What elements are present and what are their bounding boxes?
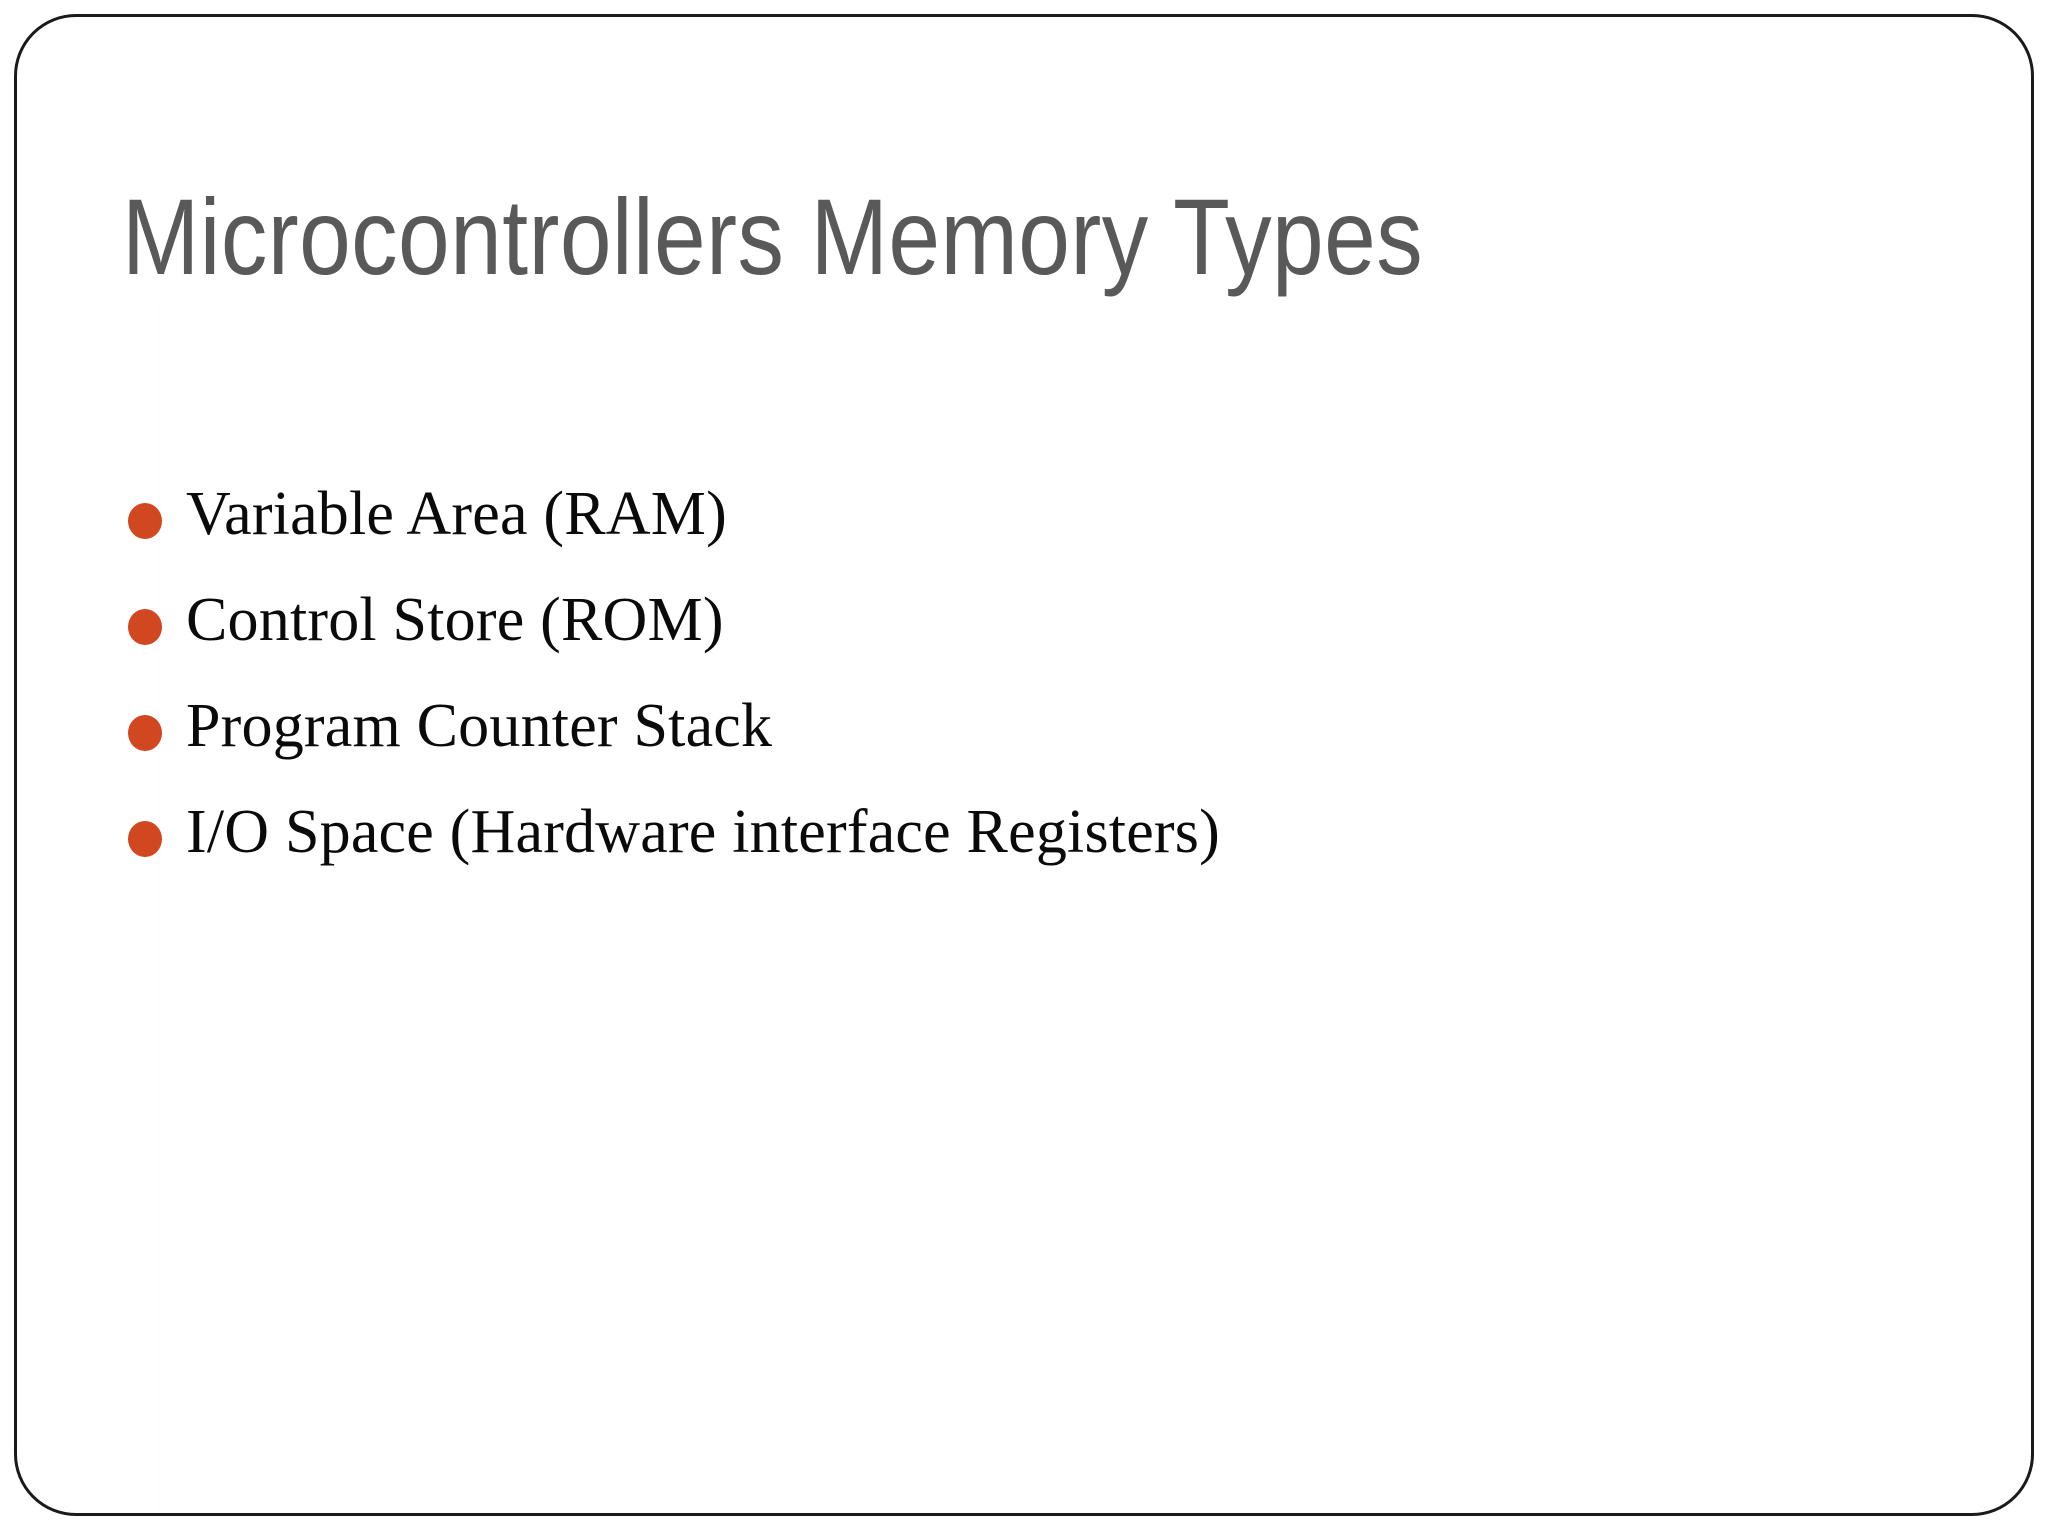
list-item-label: Program Counter Stack [186, 692, 773, 760]
filled-circle-bullet-icon [128, 503, 162, 539]
list-item[interactable]: Control Store (ROM) [126, 584, 1926, 690]
page-title: Microcontrollers Memory Types [122, 176, 1424, 298]
list-item[interactable]: Variable Area (RAM) [126, 478, 1926, 584]
filled-circle-bullet-icon [128, 715, 162, 751]
list-item-label: Control Store (ROM) [186, 586, 724, 654]
list-item[interactable]: I/O Space (Hardware interface Registers) [126, 796, 1926, 902]
list-item-label: Variable Area (RAM) [186, 480, 727, 548]
list-item[interactable]: Program Counter Stack [126, 690, 1926, 796]
filled-circle-bullet-icon [128, 609, 162, 645]
bullet-list: Variable Area (RAM) Control Store (ROM) … [126, 478, 1926, 902]
filled-circle-bullet-icon [128, 821, 162, 857]
content-placeholder-edge [158, 300, 159, 1510]
list-item-label: I/O Space (Hardware interface Registers) [186, 798, 1220, 866]
